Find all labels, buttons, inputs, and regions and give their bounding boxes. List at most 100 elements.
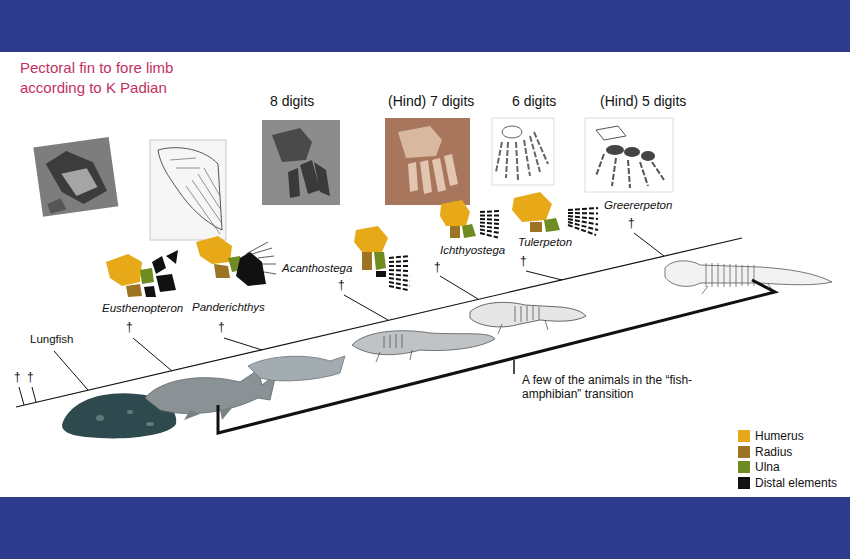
legend-swatch <box>738 461 750 473</box>
legend-item: Radius <box>738 445 792 459</box>
bone-dark <box>624 147 640 157</box>
digit-count: (Hind) 5 digits <box>600 93 686 110</box>
ulna-bone <box>544 218 560 232</box>
ulna-bone <box>462 224 476 238</box>
humerus-bone <box>196 236 232 264</box>
legend-item: Distal elements <box>738 476 837 490</box>
fossil-bone <box>47 198 67 214</box>
extinct-mark: † <box>126 320 133 334</box>
distal-elements <box>376 271 386 277</box>
taxon-name: Ichthyostega <box>440 244 505 258</box>
photo-ground <box>585 118 673 192</box>
radius-bone <box>362 252 372 270</box>
humerus-bone <box>106 254 142 286</box>
fossil-bone <box>272 128 312 162</box>
bone-dark <box>641 151 655 161</box>
fish-fin <box>184 408 232 420</box>
taxon-name: Tulerpeton <box>518 236 572 250</box>
skeleton-detail <box>376 334 412 362</box>
limb-drawing <box>492 118 554 185</box>
bottom-band <box>0 497 850 559</box>
taxon-name: Panderichthys <box>192 301 265 315</box>
legend-label: Radius <box>755 445 792 459</box>
fin-drawing <box>150 140 226 240</box>
radius-bone <box>214 264 230 278</box>
eusthenopteron-figure <box>145 370 276 414</box>
lungfish-spot <box>146 422 154 426</box>
lungfish-spot <box>127 410 133 414</box>
greererpeton-figure <box>665 261 832 287</box>
digits <box>480 211 500 238</box>
diagram-title: Pectoral fin to fore limb according to K… <box>20 58 205 98</box>
photo-ground <box>385 118 470 205</box>
photo-ground <box>150 140 226 240</box>
cladogram-axis <box>16 238 742 407</box>
fossil-digits <box>408 154 458 194</box>
bone-dark <box>606 145 624 155</box>
extinct-mark: † <box>14 370 21 384</box>
fin-rays <box>246 242 276 274</box>
fin-rays <box>170 158 221 234</box>
fossil-bone <box>44 146 108 208</box>
legend-item: Humerus <box>738 429 804 443</box>
skeleton-detail <box>702 263 774 294</box>
ulna-bone <box>140 268 154 284</box>
legend-label: Humerus <box>755 429 804 443</box>
photo-ground <box>33 137 118 217</box>
photo-ground <box>262 120 340 205</box>
panderichthys-figure <box>248 356 345 381</box>
extinct-mark: † <box>434 260 441 274</box>
taxon-name: Lungfish <box>30 333 73 347</box>
ichthyostega-figure <box>470 302 586 327</box>
digits <box>568 208 598 235</box>
fossil-bone <box>61 167 98 197</box>
legend-item: Ulna <box>738 460 780 474</box>
fossil-photo <box>385 118 470 205</box>
digit-outline <box>596 154 664 188</box>
leader-line <box>513 360 515 374</box>
digit-count: 8 digits <box>270 93 314 110</box>
extinct-mark: † <box>338 278 345 292</box>
fossil-digits <box>288 160 330 198</box>
skeleton-detail <box>498 306 548 334</box>
digit-outline <box>496 132 548 180</box>
bone-outline <box>596 126 626 140</box>
acanthostega-figure <box>352 331 495 355</box>
fossil-photo <box>33 137 118 217</box>
taxon-name: Acanthostega <box>282 262 352 276</box>
fossil-bone <box>398 126 442 158</box>
taxon-name: Eusthenopteron <box>102 302 183 316</box>
extinct-mark: † <box>27 370 34 384</box>
radius-bone <box>450 226 460 238</box>
radius-bone <box>530 222 542 232</box>
group-bracket <box>218 280 775 433</box>
humerus-bone <box>354 226 388 252</box>
digit-count: (Hind) 7 digits <box>388 93 474 110</box>
group-note: A few of the animals in the “fish-amphib… <box>522 373 702 402</box>
digit-count: 6 digits <box>512 93 556 110</box>
extinct-mark: † <box>218 320 225 334</box>
radius-bone <box>126 284 142 297</box>
ulna-bone <box>374 252 386 270</box>
photo-ground <box>492 118 554 185</box>
humerus-bone <box>440 200 470 226</box>
extinct-mark: † <box>520 254 527 268</box>
distal-elements <box>236 252 266 286</box>
fossil-photo <box>262 120 340 205</box>
fin-outline <box>158 148 222 230</box>
legend-swatch <box>738 430 750 442</box>
humerus-bone <box>512 192 552 222</box>
bone-outline <box>502 126 522 138</box>
distal-elements <box>144 250 178 297</box>
digits <box>389 256 410 290</box>
extinct-mark: † <box>628 216 635 230</box>
legend-swatch <box>738 477 750 489</box>
legend-label: Distal elements <box>755 476 837 490</box>
top-band <box>0 0 850 52</box>
limb-drawing <box>585 118 673 192</box>
legend-label: Ulna <box>755 460 780 474</box>
taxon-name: Greererpeton <box>604 199 672 213</box>
lungfish-spot <box>96 415 104 421</box>
legend-swatch <box>738 446 750 458</box>
